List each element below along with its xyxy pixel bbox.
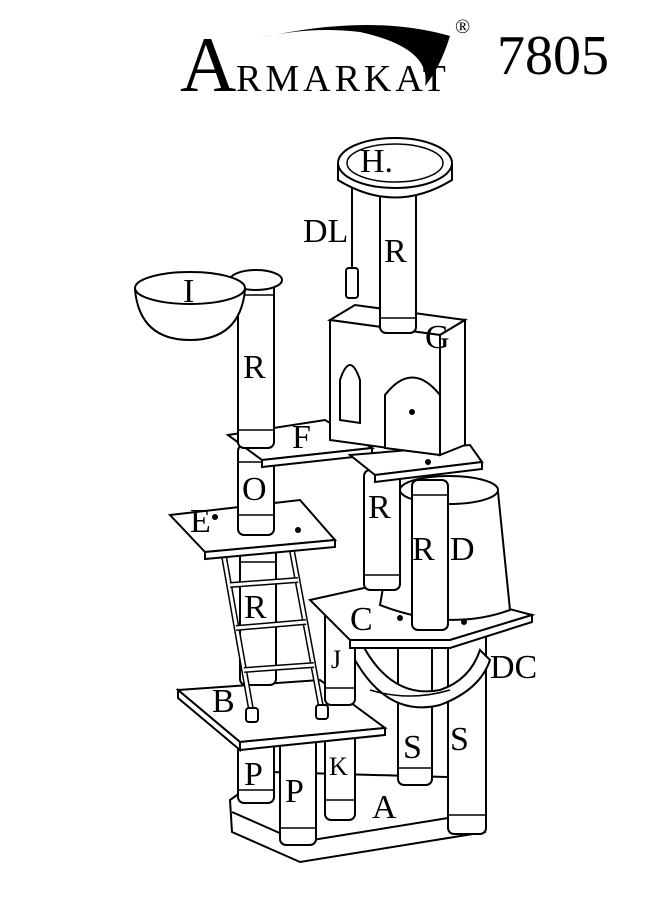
registered-mark: ®	[455, 16, 471, 38]
label-r-left: R	[243, 349, 266, 386]
label-c: C	[350, 601, 373, 638]
armarkat-logo: A RMARKAT ®	[170, 8, 490, 108]
label-dc: DC	[490, 649, 537, 686]
label-s-middle: S	[403, 729, 422, 766]
label-r-lower: R	[244, 589, 267, 626]
label-a: A	[372, 789, 397, 826]
label-o: O	[242, 471, 267, 508]
label-p-front: P	[285, 773, 304, 810]
post-k	[324, 729, 356, 821]
bed-h	[337, 137, 453, 199]
condo-g	[327, 303, 468, 457]
label-b: B	[212, 683, 235, 720]
label-r-tunnel: R	[412, 531, 435, 568]
brand-name: RMARKAT	[236, 58, 450, 100]
brand-initial: A	[180, 21, 237, 108]
post-r-left	[229, 269, 283, 449]
label-f: F	[292, 419, 311, 456]
label-k: K	[329, 752, 348, 781]
label-r-middle: R	[368, 489, 391, 526]
label-dl: DL	[303, 213, 348, 250]
label-j: J	[331, 645, 341, 674]
label-g: G	[425, 319, 450, 356]
board-under-g	[347, 443, 484, 484]
label-s-right: S	[450, 721, 469, 758]
label-e: E	[190, 503, 211, 540]
ladder	[219, 539, 329, 723]
label-h: H.	[360, 143, 393, 180]
label-p-back: P	[244, 756, 263, 793]
label-r-top: R	[384, 233, 407, 270]
label-i: I	[183, 273, 194, 310]
model-number: 7805	[497, 25, 609, 87]
post-r-middle	[363, 469, 401, 591]
logo-swoosh	[260, 24, 450, 86]
label-d: D	[450, 531, 475, 568]
post-r-tunnel	[411, 479, 449, 631]
hammock-dc	[343, 639, 492, 709]
bowl-i	[133, 271, 247, 342]
toy-dl	[345, 180, 359, 299]
